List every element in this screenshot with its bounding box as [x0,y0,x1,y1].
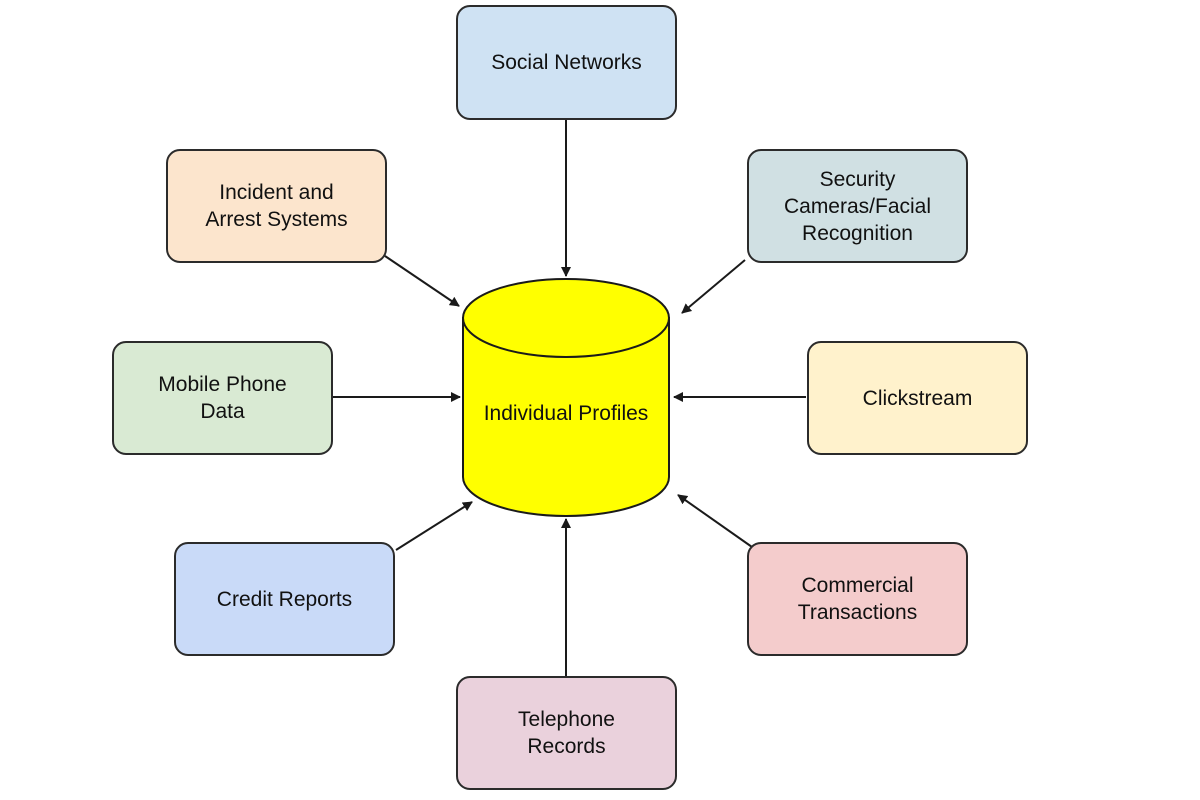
node-commercial-transactions: Commercial Transactions [747,542,968,656]
node-label: Social Networks [491,51,642,74]
center-label: Individual Profiles [483,402,649,425]
node-label: Credit Reports [216,587,353,611]
node-label: Mobile Phone Data [158,373,287,423]
node-telephone-records: Telephone Records [456,676,677,790]
node-clickstream: Clickstream [807,341,1028,455]
node-incident-arrest-systems: Incident and Arrest Systems [166,149,387,263]
node-mobile-phone-data: Mobile Phone Data [112,341,333,455]
node-label: Incident and Arrest Systems [205,181,348,231]
database-body [462,317,670,517]
node-security-cameras: Security Cameras/Facial Recognition [747,149,968,263]
arrow-credit-reports [395,501,473,551]
database-cylinder [462,278,670,517]
arrow-incident-arrest [384,255,460,307]
arrow-commercial-transactions [677,494,753,548]
node-credit-reports: Credit Reports [174,542,395,656]
node-label: Telephone Records [518,708,615,758]
node-label: Commercial Transactions [797,574,918,624]
database-top [462,278,670,358]
node-label: Security Cameras/Facial Recognition [783,167,932,245]
node-social-networks: Social Networks [456,5,677,120]
arrow-security-cameras [681,259,746,314]
node-label: Clickstream [862,386,973,410]
